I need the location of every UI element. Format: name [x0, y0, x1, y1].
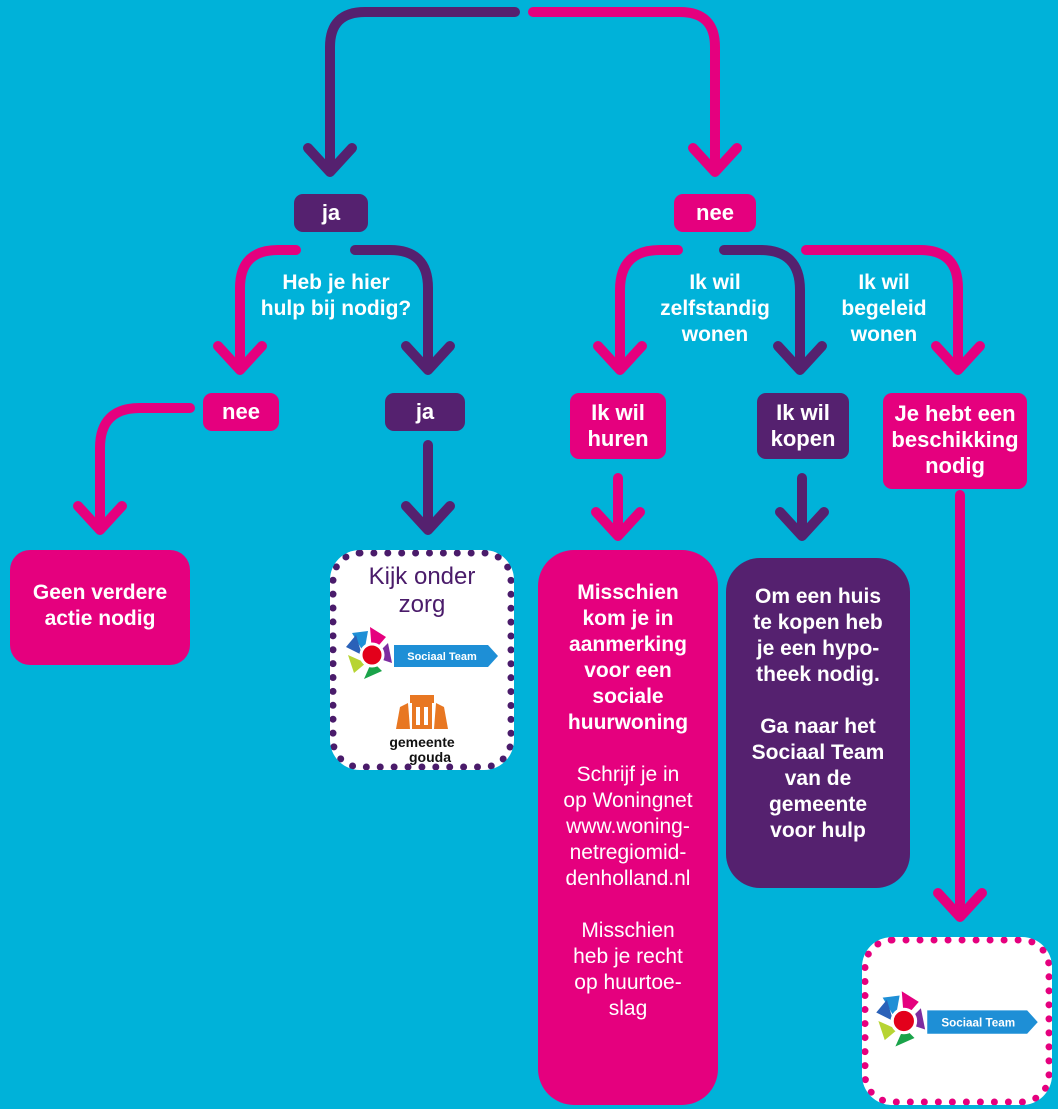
kopen-result-p2-2: Sociaal Team — [751, 741, 885, 764]
kopen-line-1: Ik wil — [776, 400, 830, 425]
huren-result-p2-4: slag — [608, 997, 648, 1020]
huren-result-bold-4: voor een — [584, 659, 672, 682]
arrowhead-nee-top — [688, 143, 742, 177]
beschikking-line-3: nodig — [925, 453, 985, 478]
kopen-result-p2-1: Ga naar het — [760, 715, 876, 738]
result-no-action: Geen verdere actie nodig — [10, 550, 190, 665]
result-kopen: Om een huis te kopen heb je een hypo- th… — [726, 558, 910, 888]
question-help: Heb je hier hulp bij nodig? — [236, 270, 436, 322]
arrowhead-st — [933, 888, 987, 922]
huren-result-p1-3: www.woning- — [566, 815, 690, 838]
connector-top-right — [528, 7, 720, 175]
connector-nee-to-kopen — [719, 245, 805, 373]
kopen-result-p2-5: voor hulp — [770, 819, 866, 842]
arrowhead-ja-top — [303, 143, 357, 177]
sociaal-team-icon-2 — [876, 991, 926, 1047]
result-huren: Misschien kom je in aanmerking voor een … — [538, 550, 718, 1105]
huren-line-2: huren — [587, 426, 649, 451]
kopen-result-p1-2: te kopen heb — [753, 611, 883, 634]
huren-result-p1-2: op Woningnet — [563, 789, 693, 812]
arrowhead-zorg — [401, 501, 455, 535]
label-zelfstandig: Ik wil zelfstandig wonen — [645, 270, 785, 348]
question-line-2: hulp bij nodig? — [260, 297, 412, 320]
huren-line-1: Ik wil — [591, 400, 645, 425]
node-beschikking: Je hebt een beschikking nodig — [883, 393, 1027, 489]
huren-result-p2-1: Misschien — [581, 919, 675, 942]
label-begeleid: Ik wil begeleid wonen — [828, 270, 940, 348]
kopen-result-p1-3: je een hypo- — [756, 637, 880, 660]
connector-nee-to-beschikking — [801, 245, 963, 373]
arrowhead-ja-left — [401, 341, 455, 375]
sociaal-team-logo-2: Sociaal Team — [876, 991, 1038, 1047]
beschikking-line-1: Je hebt een — [894, 401, 1016, 426]
zelfstandig-line-1: Ik wil — [689, 271, 741, 294]
huren-result-bold-5: sociale — [592, 685, 664, 708]
node-ja-left: ja — [385, 393, 465, 431]
arrowhead-geen — [73, 501, 127, 535]
gemeente-gouda-crest — [396, 695, 448, 729]
huren-result-bold-6: huurwoning — [567, 711, 689, 734]
arrowhead-kopen-result — [775, 507, 829, 541]
connector-nee-to-huren — [615, 245, 683, 373]
node-nee-top: nee — [674, 194, 756, 232]
connector-top-left — [325, 7, 520, 175]
zelfstandig-line-3: wonen — [681, 323, 749, 346]
zorg-line-1: Kijk onder — [368, 563, 476, 590]
node-ja-top: ja — [294, 194, 368, 232]
huren-result-p1-4: netregiomid- — [569, 841, 687, 864]
question-line-1: Heb je hier — [282, 271, 390, 294]
huren-result-p2-3: op huurtoe- — [574, 971, 682, 994]
kopen-result-p2-4: gemeente — [768, 793, 868, 816]
gemeente-word: gemeente — [389, 734, 455, 750]
arrowhead-huren — [593, 341, 647, 375]
huren-result-p1-5: denholland.nl — [565, 867, 691, 890]
begeleid-line-2: begeleid — [841, 297, 927, 320]
no-action-line-2: actie nodig — [44, 607, 156, 630]
connector-ja-to-nee — [235, 245, 301, 373]
huren-result-bold-1: Misschien — [577, 581, 679, 604]
no-action-line-1: Geen verdere — [32, 581, 168, 604]
sociaal-team-logo: Sociaal Team — [346, 627, 498, 679]
gouda-word: gouda — [409, 749, 451, 765]
node-huren: Ik wil huren — [570, 393, 666, 459]
sociaal-team-text-2: Sociaal Team — [941, 1016, 1015, 1029]
node-kopen: Ik wil kopen — [757, 393, 849, 459]
kopen-result-p2-3: van de — [784, 767, 852, 790]
huren-result-bold-2: kom je in — [582, 607, 674, 630]
begeleid-line-1: Ik wil — [858, 271, 910, 294]
zorg-line-2: zorg — [398, 591, 446, 618]
arrowhead-huren-result — [591, 507, 645, 541]
kopen-line-2: kopen — [770, 426, 836, 451]
huren-result-p2-2: heb je recht — [573, 945, 683, 968]
huren-result-p1-1: Schrijf je in — [576, 763, 680, 786]
arrowhead-beschikking — [931, 341, 985, 375]
gemeente-gouda-text: gemeente gouda — [337, 735, 507, 765]
zorg-title: Kijk onder zorg — [337, 563, 507, 619]
zelfstandig-line-2: zelfstandig — [660, 297, 770, 320]
connector-nee-to-result — [95, 403, 195, 533]
begeleid-line-3: wonen — [850, 323, 918, 346]
huren-result-bold-3: aanmerking — [569, 633, 687, 656]
sociaal-team-icon — [346, 627, 392, 679]
arrowhead-nee-left — [213, 341, 267, 375]
kopen-result-p1-4: theek nodig. — [756, 663, 880, 686]
kopen-result-p1-1: Om een huis — [754, 585, 882, 608]
connector-ja-to-ja — [350, 245, 433, 373]
node-nee-left: nee — [203, 393, 279, 431]
arrowhead-kopen — [773, 341, 827, 375]
zorg-box: Kijk onder zorg Sociaal Team — [330, 550, 514, 770]
sociaal-team-text: Sociaal Team — [407, 651, 477, 663]
beschikking-line-2: beschikking — [891, 427, 1019, 452]
sociaal-team-box: Sociaal Team — [862, 937, 1052, 1105]
